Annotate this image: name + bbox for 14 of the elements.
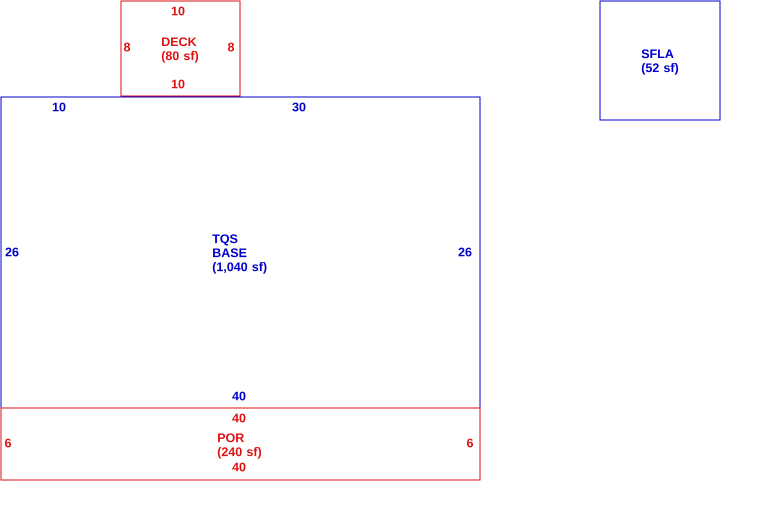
dimension-label: 40: [232, 414, 246, 422]
dimension-label: 26: [6, 248, 18, 256]
dimension-label: 8: [124, 42, 130, 52]
dimension-label: 10: [172, 80, 184, 88]
dimension-label: 30: [292, 102, 306, 112]
dimension-label: 10: [172, 6, 184, 16]
dimension-label: 40: [232, 392, 246, 400]
dimension-label: 40: [232, 462, 246, 472]
room-outline: SFLA (52 sf): [600, 0, 720, 120]
dimension-label: 6: [4, 438, 12, 448]
dimension-label: 6: [466, 438, 474, 448]
dimension-label: 26: [458, 248, 472, 256]
dimension-label: 8: [228, 42, 234, 52]
dimension-label: 10: [52, 102, 66, 112]
